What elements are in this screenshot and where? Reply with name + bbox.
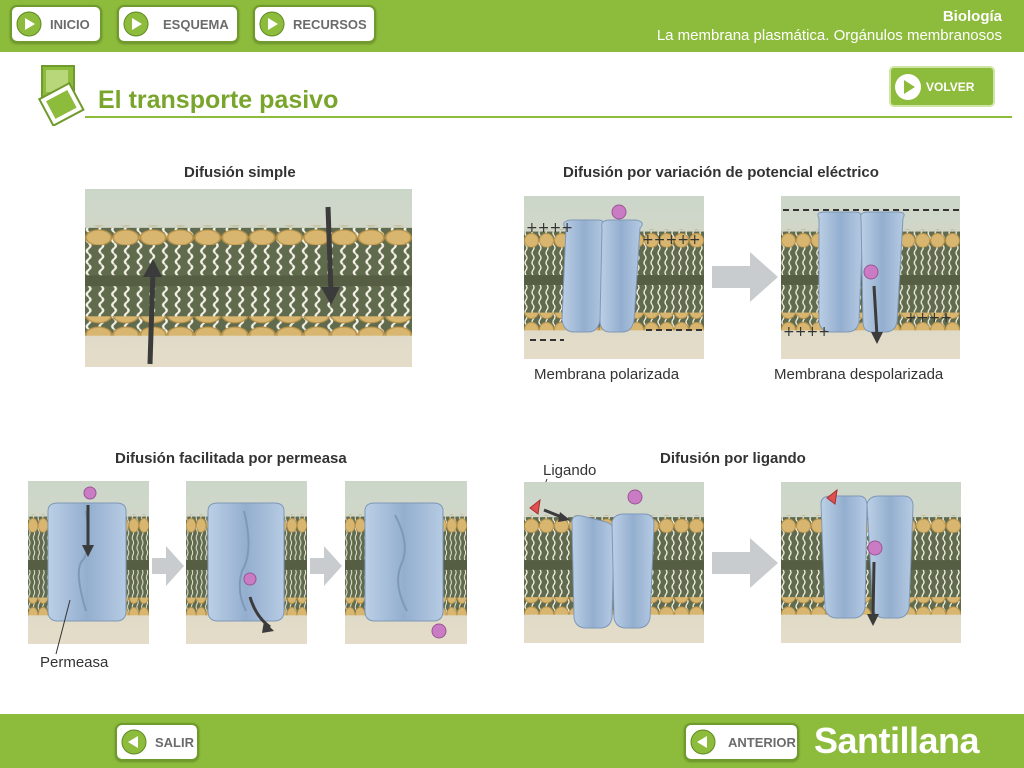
ligand-open-channel-illustration [781, 482, 961, 643]
depolarized-membrane-illustration: ++++ ++++ [781, 196, 960, 359]
simple-diffusion-illustration [85, 189, 412, 367]
svg-text:++++: ++++ [905, 310, 952, 326]
section-title-potential: Difusión por variación de potencial eléc… [563, 164, 879, 181]
brand-logo: Santillana [814, 720, 980, 761]
play-icon [123, 11, 149, 37]
polarized-membrane-illustration: ++++ +++++ [524, 196, 704, 359]
volver-button[interactable]: VOLVER [889, 66, 995, 107]
play-icon [16, 11, 42, 37]
permease-pointer-line [55, 599, 71, 655]
anterior-button[interactable]: ANTERIOR [684, 723, 799, 761]
subject-label: Biología [942, 8, 1002, 25]
topic-label: La membrana plasmática. Orgánulos membra… [656, 27, 1002, 44]
salir-label: SALIR [155, 734, 194, 750]
inicio-label: INICIO [50, 16, 90, 32]
page-logo-icon [37, 65, 85, 126]
section-title-ligand: Difusión por ligando [660, 450, 806, 467]
play-icon [259, 11, 285, 37]
play-icon [895, 73, 921, 100]
permease-label: Permeasa [40, 654, 109, 671]
ligand-label: Ligando [543, 462, 597, 479]
inicio-button[interactable]: INICIO [10, 5, 102, 43]
section-title-permease: Difusión facilitada por permeasa [115, 450, 347, 467]
arrow-right-icon [712, 252, 778, 302]
arrow-right-icon [152, 546, 184, 586]
caption-depolarized: Membrana despolarizada [774, 366, 944, 383]
caption-polarized: Membrana polarizada [534, 366, 680, 383]
esquema-label: ESQUEMA [163, 16, 229, 32]
page-title: El transporte pasivo [98, 86, 339, 114]
salir-button[interactable]: SALIR [115, 723, 199, 761]
anterior-label: ANTERIOR [728, 734, 796, 750]
back-icon [690, 729, 716, 755]
back-icon [121, 729, 147, 755]
header-context: Biología La membrana plasmática. Orgánul… [657, 8, 1002, 44]
title-divider [85, 116, 1012, 118]
esquema-button[interactable]: ESQUEMA [117, 5, 239, 43]
permease-step2-illustration [186, 481, 307, 644]
svg-text:++++: ++++ [783, 324, 830, 340]
recursos-button[interactable]: RECURSOS [253, 5, 376, 43]
svg-text:+++++: +++++ [642, 232, 701, 248]
permease-step1-illustration [28, 481, 149, 644]
section-title-simple: Difusión simple [184, 164, 296, 181]
arrow-right-icon [712, 538, 778, 588]
volver-label: VOLVER [926, 79, 975, 94]
recursos-label: RECURSOS [293, 16, 367, 32]
arrow-right-icon [310, 546, 342, 586]
permease-step3-illustration [345, 481, 467, 644]
svg-text:++++: ++++ [526, 220, 573, 236]
ligand-closed-channel-illustration [524, 482, 704, 643]
